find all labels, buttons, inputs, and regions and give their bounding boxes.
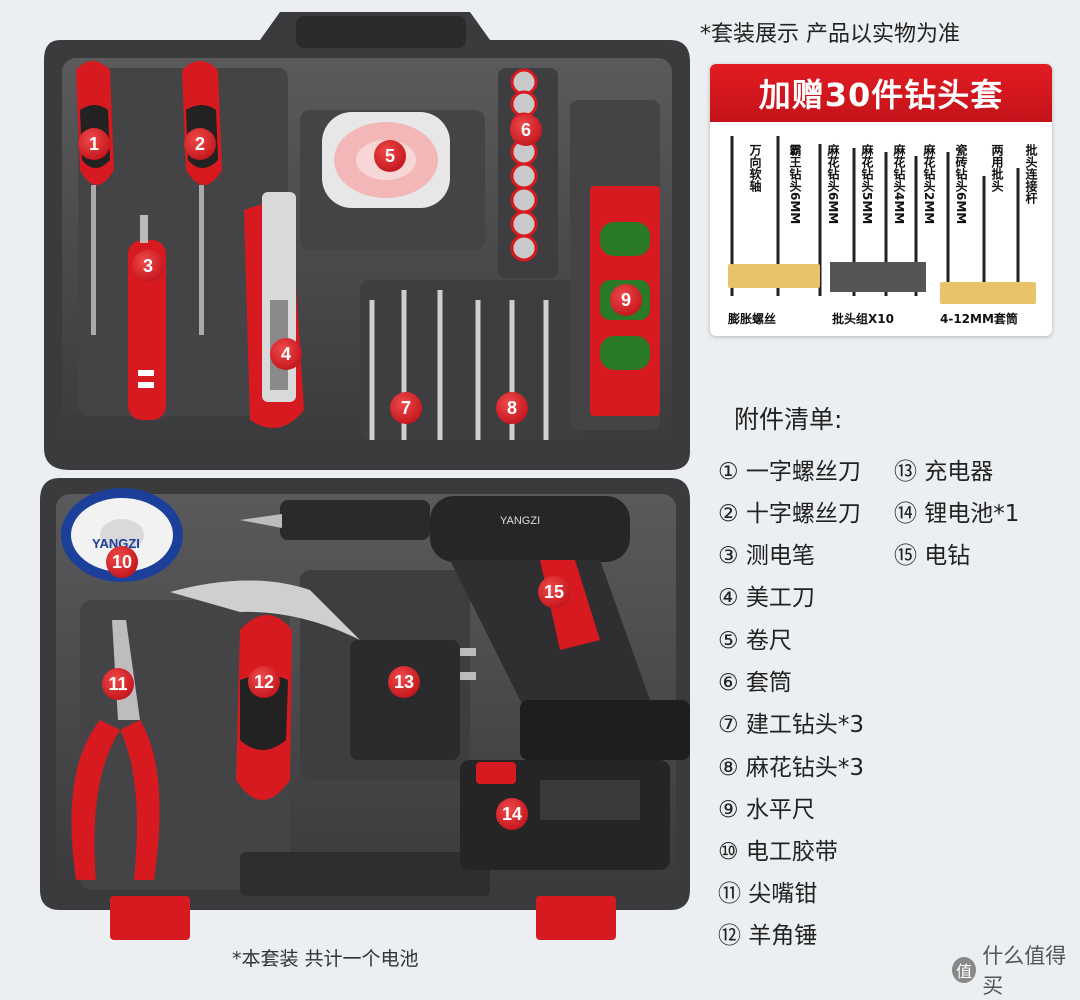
marker-12: 12 bbox=[248, 666, 280, 698]
bottom-note: *本套装 共计一个电池 bbox=[232, 948, 419, 970]
bonus-group-label: 批头组X10 bbox=[832, 312, 894, 326]
marker-label: 12 bbox=[254, 672, 274, 692]
battery bbox=[460, 760, 670, 870]
drill-brand: YANGZI bbox=[500, 515, 540, 527]
bonus-group-label: 膨胀螺丝 bbox=[728, 312, 777, 326]
marker-5: 5 bbox=[374, 140, 406, 172]
marker-3: 3 bbox=[132, 250, 164, 282]
list-item: ⑤ 卷尺 bbox=[718, 628, 792, 654]
toolkit-photo: YANGZI YANGZI 1 2 3 4 5 6 bbox=[40, 12, 690, 940]
list-item: ③ 测电笔 bbox=[718, 543, 815, 569]
bonus-bits-illustration bbox=[728, 136, 1036, 304]
bonus-card: 加赠30件钻头套 万向软轴 霸王钻头6MM 麻花钻头6MM 麻花钻头5MM 麻花… bbox=[710, 64, 1052, 336]
bonus-bit-label: 麻花钻头6MM bbox=[826, 144, 840, 225]
marker-label: 10 bbox=[112, 552, 132, 572]
bonus-bit-label: 瓷砖钻头6MM bbox=[954, 144, 968, 225]
marker-7: 7 bbox=[390, 392, 422, 424]
list-item: ⑩ 电工胶带 bbox=[718, 839, 838, 865]
voltage-tester bbox=[128, 215, 166, 420]
marker-label: 11 bbox=[108, 674, 127, 694]
marker-label: 7 bbox=[401, 398, 411, 418]
cordless-drill: YANGZI bbox=[240, 496, 690, 760]
marker-label: 4 bbox=[281, 344, 291, 364]
marker-2: 2 bbox=[184, 128, 216, 160]
list-item: ⑧ 麻花钻头*3 bbox=[718, 755, 865, 781]
list-item: ⑪ 尖嘴钳 bbox=[718, 881, 818, 907]
top-note: *套装展示 产品以实物为准 bbox=[700, 22, 960, 47]
list-item: ⑫ 羊角锤 bbox=[718, 923, 818, 949]
marker-4: 4 bbox=[270, 338, 302, 370]
list-item: ⑨ 水平尺 bbox=[718, 797, 815, 823]
marker-13: 13 bbox=[388, 666, 420, 698]
list-item: ① 一字螺丝刀 bbox=[718, 459, 861, 485]
marker-8: 8 bbox=[496, 392, 528, 424]
bonus-bit-label: 批头连接杆 bbox=[1024, 144, 1038, 204]
bonus-bit-label: 霸王钻头6MM bbox=[788, 144, 802, 225]
list-item: ⑭ 锂电池*1 bbox=[894, 501, 1020, 527]
drill-bits bbox=[369, 290, 549, 440]
watermark-logo-icon: 值 bbox=[952, 957, 977, 983]
list-item: ④ 美工刀 bbox=[718, 585, 815, 611]
marker-label: 15 bbox=[544, 582, 564, 602]
marker-14: 14 bbox=[496, 798, 528, 830]
bonus-bit-label: 万向软轴 bbox=[748, 144, 762, 192]
utility-knife bbox=[244, 192, 304, 428]
marker-6: 6 bbox=[510, 114, 542, 146]
bonus-bit-label: 两用批头 bbox=[990, 144, 1004, 192]
electrical-tape: YANGZI bbox=[61, 488, 183, 582]
marker-label: 13 bbox=[394, 672, 414, 692]
socket-set bbox=[510, 68, 538, 262]
list-item: ⑮ 电钻 bbox=[894, 543, 971, 569]
bonus-bit-label: 麻花钻头2MM bbox=[922, 144, 936, 225]
marker-label: 1 bbox=[89, 134, 99, 154]
watermark-text: 什么值得买 bbox=[982, 944, 1067, 998]
marker-label: 9 bbox=[621, 290, 631, 310]
bonus-bit-label: 麻花钻头4MM bbox=[892, 144, 906, 225]
accessory-list-title: 附件清单: bbox=[734, 405, 843, 434]
bonus-bit-label: 麻花钻头5MM bbox=[860, 144, 874, 225]
marker-label: 3 bbox=[143, 256, 153, 276]
marker-label: 8 bbox=[507, 398, 517, 418]
marker-1: 1 bbox=[78, 128, 110, 160]
list-item: ② 十字螺丝刀 bbox=[718, 501, 861, 527]
marker-9: 9 bbox=[610, 284, 642, 316]
marker-label: 2 bbox=[195, 134, 205, 154]
marker-label: 14 bbox=[502, 804, 522, 824]
charger bbox=[350, 640, 476, 760]
list-item: ⑬ 充电器 bbox=[894, 459, 994, 485]
marker-10: 10 bbox=[106, 546, 138, 578]
marker-label: 5 bbox=[385, 146, 395, 166]
marker-label: 6 bbox=[521, 120, 531, 140]
claw-hammer bbox=[170, 580, 360, 800]
bonus-title: 加赠30件钻头套 bbox=[710, 64, 1052, 122]
list-item: ⑥ 套筒 bbox=[718, 670, 792, 696]
bonus-group-label: 4-12MM套筒 bbox=[940, 312, 1018, 326]
marker-11: 11 bbox=[102, 668, 134, 700]
list-item: ⑦ 建工钻头*3 bbox=[718, 712, 865, 738]
marker-15: 15 bbox=[538, 576, 570, 608]
number-markers: 1 2 3 4 5 6 7 8 9 10 11 12 13 14 15 bbox=[78, 114, 642, 830]
watermark: 值 什么值得买 bbox=[952, 940, 1080, 1000]
